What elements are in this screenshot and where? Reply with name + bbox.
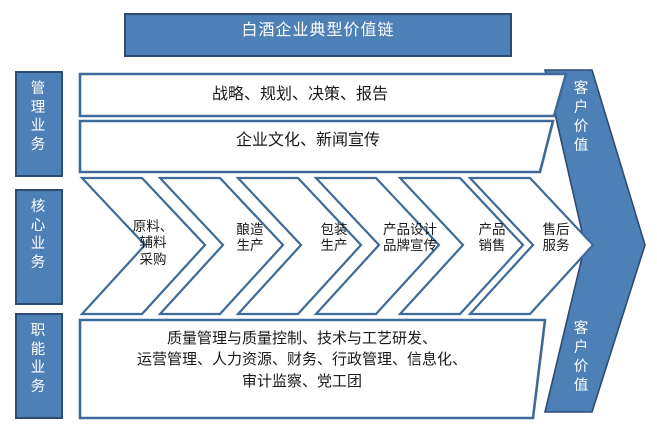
core-chevron-5 — [467, 176, 595, 316]
functional-block — [78, 318, 547, 420]
side-box-functional — [15, 313, 63, 419]
management-row-1 — [78, 72, 568, 118]
side-box-management — [15, 71, 63, 177]
management-row-2 — [78, 119, 555, 174]
core-chevron-1 — [157, 176, 285, 316]
core-chevron-4 — [397, 176, 525, 316]
core-chevrons — [79, 176, 595, 316]
title-banner — [124, 13, 512, 57]
side-box-core — [15, 189, 63, 305]
core-chevron-2 — [235, 176, 363, 316]
core-chevron-3 — [313, 176, 441, 316]
core-chevron-0 — [79, 176, 207, 316]
